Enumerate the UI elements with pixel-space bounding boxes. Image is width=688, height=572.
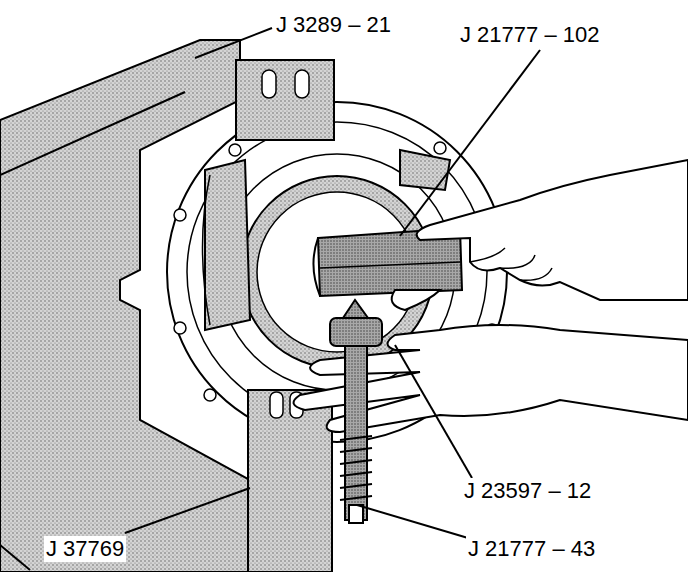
fixture-plate — [248, 390, 332, 572]
callout-label: J 21777 – 43 — [466, 536, 597, 562]
holding-fixture — [0, 40, 250, 572]
nut — [330, 318, 382, 346]
callout-label: J 23597 – 12 — [462, 478, 593, 504]
callout-label: J 37769 — [44, 536, 126, 562]
leader-line — [125, 28, 540, 538]
hand — [417, 160, 688, 300]
callout-label: J 3289 – 21 — [274, 12, 393, 38]
bearing-cap — [205, 160, 250, 330]
callout-label: J 21777 – 102 — [458, 22, 601, 48]
drive-rod — [345, 320, 367, 520]
